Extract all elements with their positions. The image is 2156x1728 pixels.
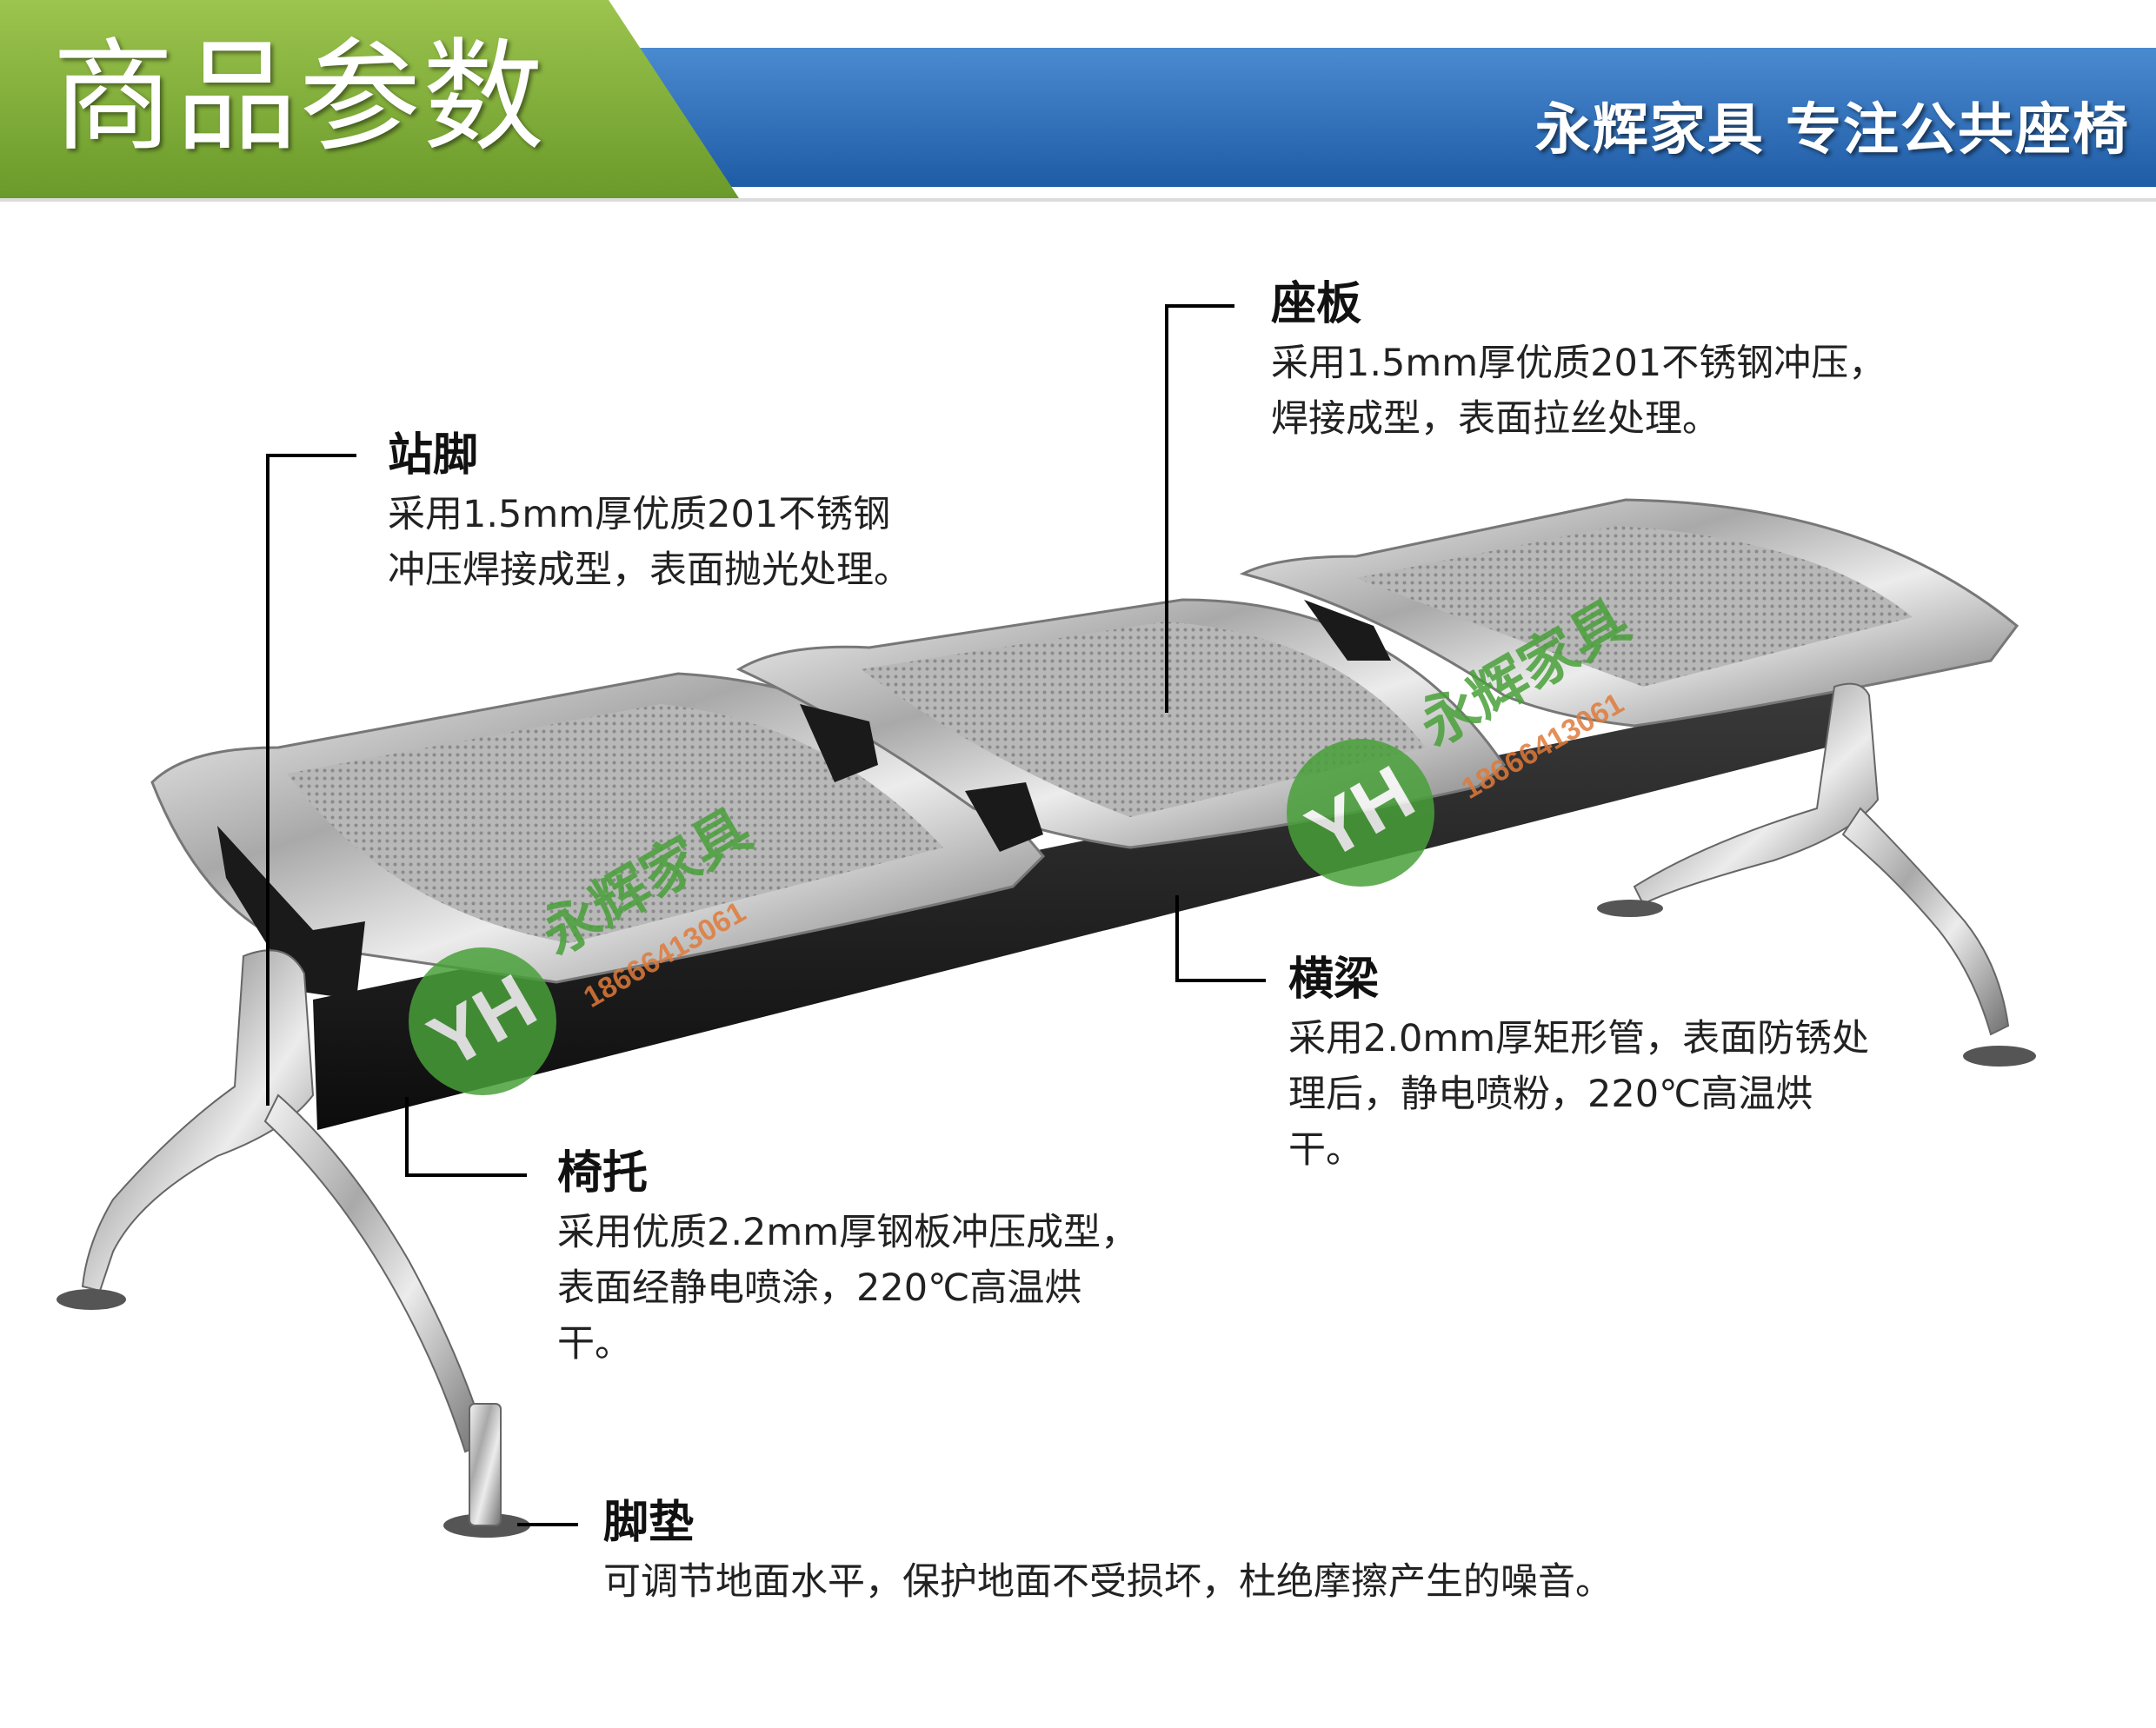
part-name: 横梁 <box>1288 954 1380 1006</box>
header-background <box>0 0 2156 202</box>
label-leg: 站脚 采用1.5mm厚优质201不锈钢冲压焊接成型，表面抛光处理。 <box>388 428 927 598</box>
bench-illustration: YH 永辉家具 18666413061 YH 永辉家具 18666413061 <box>0 209 2156 1728</box>
leg-right <box>1597 682 2036 1067</box>
page-title: 商品参数 <box>52 27 547 169</box>
crossbeam <box>313 682 1860 1130</box>
bench-image: YH 永辉家具 18666413061 YH 永辉家具 18666413061 <box>57 498 2036 1538</box>
label-beam: 横梁 采用2.0mm厚矩形管，表面防锈处理后，静电喷粉，220℃高温烘干。 <box>1288 952 1880 1178</box>
part-name: 座板 <box>1271 278 1362 330</box>
leader-beam-h <box>1175 979 1266 982</box>
label-seat-board: 座板 采用1.5mm厚优质201不锈钢冲压，焊接成型，表面拉丝处理。 <box>1271 276 1897 447</box>
leader-seat-board-h <box>1165 304 1234 308</box>
part-desc: 采用优质2.2mm厚钢板冲压成型，表面经静电喷涂，220℃高温烘干。 <box>557 1211 1139 1366</box>
seat-pan-right <box>1239 498 2020 728</box>
leg-left <box>57 949 530 1538</box>
leader-beam <box>1175 895 1179 982</box>
part-name: 站脚 <box>388 429 479 482</box>
leader-bracket-h <box>405 1173 527 1177</box>
header-banner: 商品参数 永辉家具 专注公共座椅 <box>0 0 2156 209</box>
brand-slogan: 永辉家具 专注公共座椅 <box>1534 98 2130 163</box>
part-name: 椅托 <box>557 1147 649 1200</box>
leader-leg-h <box>266 454 356 457</box>
part-desc: 采用1.5mm厚优质201不锈钢冲压焊接成型，表面抛光处理。 <box>388 493 911 592</box>
part-desc: 采用1.5mm厚优质201不锈钢冲压，焊接成型，表面拉丝处理。 <box>1271 342 1886 441</box>
leader-bracket <box>405 1097 409 1177</box>
part-desc: 采用2.0mm厚矩形管，表面防锈处理后，静电喷粉，220℃高温烘干。 <box>1288 1017 1870 1172</box>
label-foot-pad: 脚垫 可调节地面水平，保护地面不受损坏，杜绝摩擦产生的噪音。 <box>603 1495 1907 1610</box>
leader-seat-board <box>1165 304 1168 713</box>
leader-foot-pad <box>517 1523 578 1526</box>
part-name: 脚垫 <box>603 1497 695 1549</box>
seat-pan-left <box>150 672 1046 984</box>
part-desc: 可调节地面水平，保护地面不受损坏，杜绝摩擦产生的噪音。 <box>603 1560 1613 1604</box>
label-bracket: 椅托 采用优质2.2mm厚钢板冲压成型，表面经静电喷涂，220℃高温烘干。 <box>557 1146 1148 1372</box>
leader-leg <box>266 454 270 1106</box>
seat-brackets <box>217 600 1391 1000</box>
